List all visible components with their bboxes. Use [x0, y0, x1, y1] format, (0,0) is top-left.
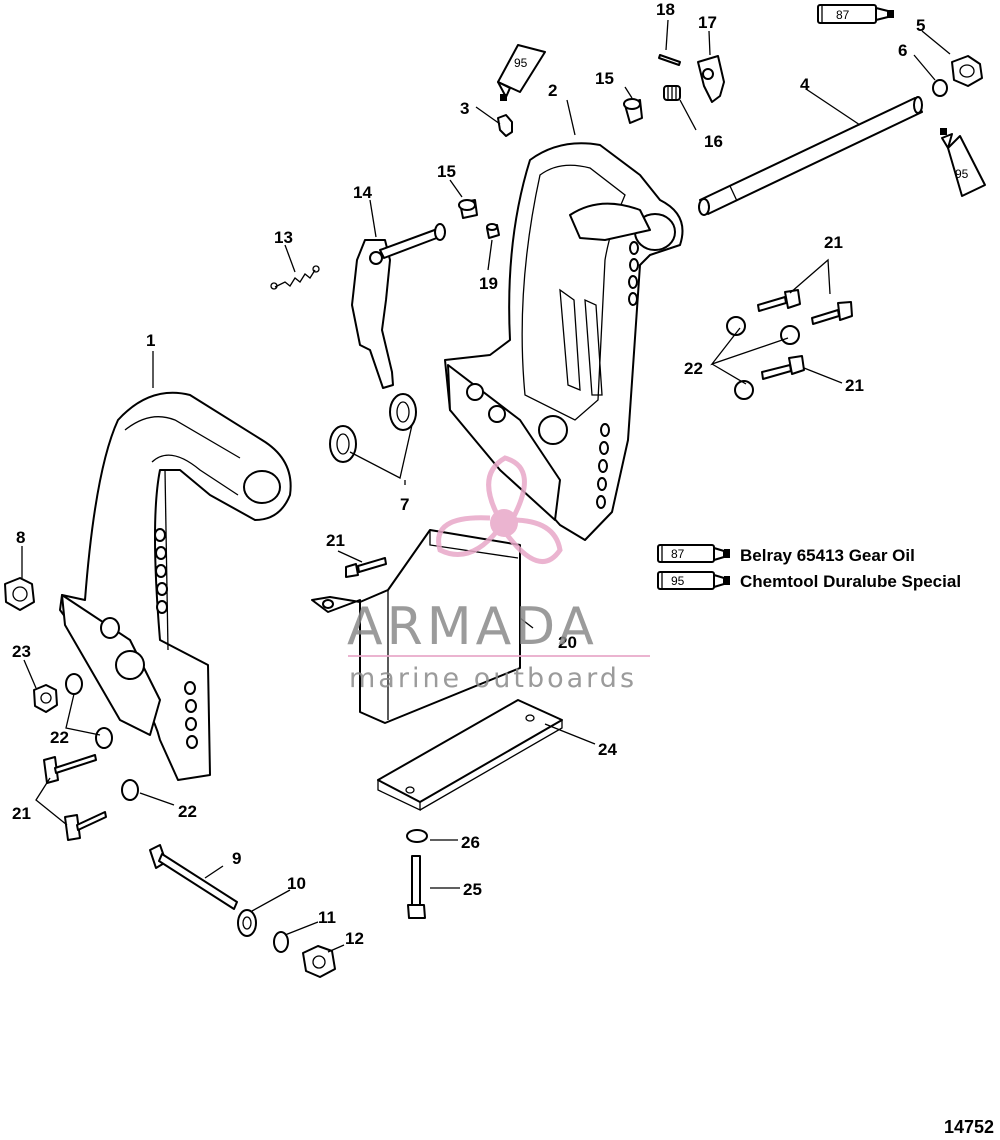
- label-part-21d: 21: [12, 804, 31, 823]
- label-part-19: 19: [479, 274, 498, 293]
- label-part-25: 25: [463, 880, 482, 899]
- lubricant-tube-95-top: [497, 44, 546, 101]
- transom-plate-20: [311, 529, 521, 724]
- tilt-lock-cam: [697, 55, 725, 103]
- label-part-2: 2: [548, 81, 557, 100]
- tube-label-95-right: 95: [955, 167, 969, 181]
- pin-18: [658, 54, 681, 66]
- tilt-lock-lever: [351, 223, 446, 389]
- label-part-16: 16: [704, 132, 723, 151]
- label-part-15b: 15: [437, 162, 456, 181]
- label-part-5: 5: [916, 16, 925, 35]
- legend-text-87: Belray 65413 Gear Oil: [740, 546, 915, 565]
- pad-24: [377, 699, 563, 812]
- label-part-13: 13: [274, 228, 293, 247]
- tilt-tube-washer: [932, 79, 948, 97]
- bushing-middle: [458, 199, 478, 219]
- label-part-23: 23: [12, 642, 31, 661]
- washer-26: [406, 829, 428, 843]
- bolt-21-a: [757, 289, 801, 312]
- label-part-10: 10: [287, 874, 306, 893]
- spring-16: [663, 85, 681, 101]
- figure-id: 14752: [944, 1117, 994, 1137]
- label-part-17: 17: [698, 13, 717, 32]
- label-part-22b: 22: [50, 728, 69, 747]
- label-part-12: 12: [345, 929, 364, 948]
- bolt-21-b: [811, 301, 853, 325]
- watermark-brand: ARMADA: [347, 597, 598, 657]
- legend-row-87: 87 Belray 65413 Gear Oil: [657, 544, 915, 565]
- bolt-21-e: [43, 754, 97, 784]
- bolt-21-c: [761, 355, 805, 380]
- label-part-11: 11: [318, 908, 336, 927]
- label-part-3: 3: [460, 99, 469, 118]
- armada-watermark: ARMADA marine outboards: [347, 455, 650, 694]
- bolt-21-f: [64, 811, 107, 841]
- nut-8: [4, 577, 35, 611]
- washer-22-c: [734, 380, 754, 400]
- label-part-24: 24: [598, 740, 617, 759]
- label-part-21c: 21: [326, 531, 345, 550]
- legend-row-95: 95 Chemtool Duralube Special: [657, 571, 961, 591]
- washer-22-e: [95, 727, 113, 749]
- label-part-6: 6: [898, 41, 907, 60]
- nut-12: [302, 945, 336, 978]
- tube-label-87-top: 87: [836, 8, 850, 22]
- label-part-14: 14: [353, 183, 372, 202]
- wave-washers: [329, 393, 417, 463]
- label-part-21b: 21: [845, 376, 864, 395]
- watermark-tagline: marine outboards: [349, 663, 637, 694]
- legend-tube-code-87: 87: [671, 547, 685, 561]
- label-part-9: 9: [232, 849, 241, 868]
- label-part-22a: 22: [684, 359, 703, 378]
- washer-22-a: [726, 316, 746, 336]
- tilt-tube: [698, 96, 923, 216]
- part-number-labels: 1 2 3 4 5 6 7 8 9 10 11 12 13 14 15 15 1…: [12, 0, 925, 948]
- label-part-4: 4: [800, 75, 810, 94]
- label-part-7: 7: [400, 495, 409, 514]
- label-part-8: 8: [16, 528, 25, 547]
- bracket-hole-column: [154, 528, 198, 749]
- swivel-hole-column: [596, 241, 639, 509]
- swivel-bracket: [444, 142, 684, 541]
- bolt-25: [407, 855, 426, 919]
- label-part-18: 18: [656, 0, 675, 19]
- bushing-upper: [623, 98, 643, 124]
- through-bolt-9: [149, 844, 238, 910]
- washer-22-d: [65, 673, 83, 695]
- washer-22-f: [121, 779, 139, 801]
- label-part-26: 26: [461, 833, 480, 852]
- washer-22-b: [780, 325, 800, 345]
- washer-11: [273, 931, 289, 953]
- label-part-15a: 15: [595, 69, 614, 88]
- tube-label-95-top: 95: [514, 56, 528, 70]
- label-part-1: 1: [146, 331, 155, 350]
- label-part-22c: 22: [178, 802, 197, 821]
- grease-fitting: [497, 114, 513, 137]
- legend-text-95: Chemtool Duralube Special: [740, 572, 961, 591]
- lubricant-tube-95-right: [940, 128, 986, 197]
- nut-23: [33, 684, 58, 713]
- lubricant-tube-87-top: [817, 4, 894, 24]
- label-part-20: 20: [558, 633, 577, 652]
- propeller-logo: [436, 455, 563, 565]
- bolt-21-d: [345, 557, 387, 578]
- bushing-19: [486, 223, 500, 239]
- legend-tube-code-95: 95: [671, 574, 685, 588]
- leader-lines: [21, 19, 951, 953]
- clamp-bracket-left: [59, 391, 292, 781]
- spring-13: [270, 265, 320, 290]
- washer-10: [237, 909, 257, 937]
- tilt-tube-nut: [951, 55, 983, 87]
- label-part-21a: 21: [824, 233, 843, 252]
- lubricant-legend: 87 Belray 65413 Gear Oil 95 Chemtool Dur…: [657, 544, 961, 591]
